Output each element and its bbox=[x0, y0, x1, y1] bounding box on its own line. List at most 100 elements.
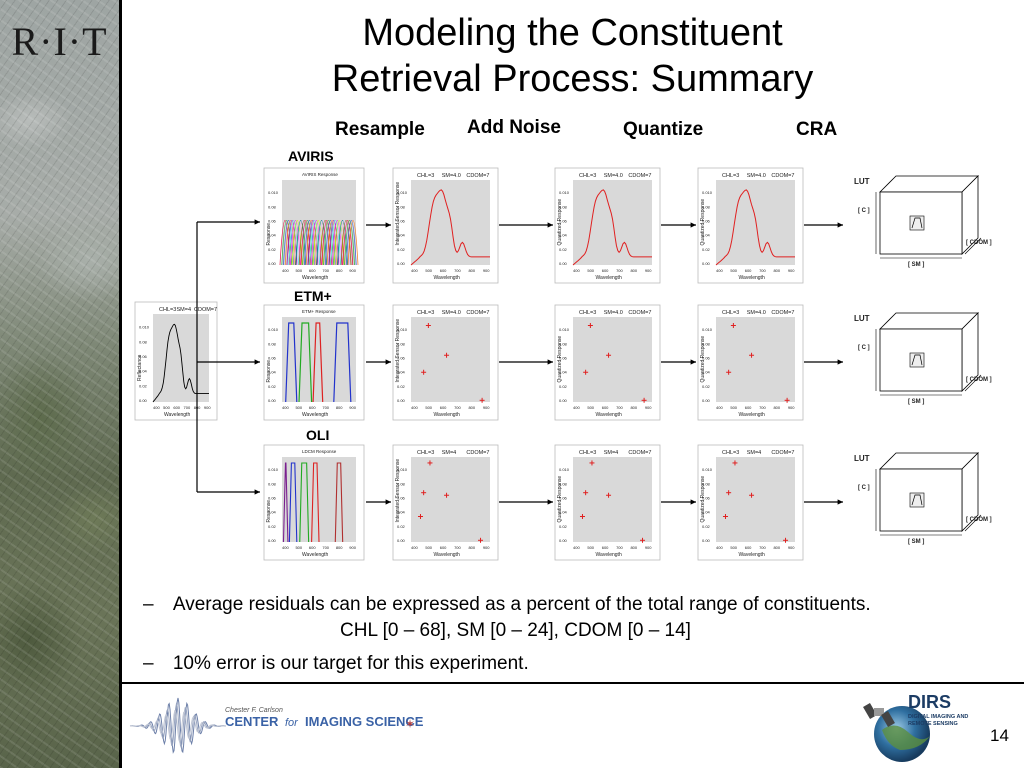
plot-tick-label: 0.04 bbox=[397, 233, 406, 238]
aviris-band bbox=[324, 220, 336, 266]
plot-tick-label: 600 bbox=[440, 405, 447, 410]
plot-tick-label: 0.06 bbox=[268, 219, 277, 224]
plot-tick-label: 600 bbox=[602, 545, 609, 550]
plot-header-text: CDOM=7 bbox=[466, 310, 489, 316]
plot-xlabel: Wavelength bbox=[302, 552, 328, 558]
plot-header-text: CDOM=7 bbox=[771, 310, 794, 316]
arrow-noise bbox=[499, 222, 553, 228]
aviris-band bbox=[283, 220, 294, 266]
plot-tick-label: 400 bbox=[716, 405, 723, 410]
aviris-band bbox=[345, 220, 357, 266]
plot-xlabel: Wavelength bbox=[596, 275, 622, 281]
plot-header-text: CHL=3 bbox=[159, 307, 176, 313]
plot-tick-label: 0.00 bbox=[702, 538, 711, 543]
bullet-2-dash: – bbox=[143, 653, 154, 674]
plot-header-text: CDOM=7 bbox=[628, 450, 651, 456]
vertical-divider bbox=[119, 0, 122, 768]
plot-tick-label: 800 bbox=[336, 268, 343, 273]
aviris-band bbox=[340, 220, 352, 266]
data-point bbox=[478, 537, 484, 543]
plot-tick-label: 0.06 bbox=[702, 496, 711, 501]
plot-header-text: CHL=3 bbox=[417, 450, 434, 456]
wave-line bbox=[130, 709, 227, 744]
arrow-resample bbox=[366, 499, 391, 505]
plot-tick-label: 0.04 bbox=[397, 370, 406, 375]
aviris-band bbox=[300, 220, 312, 266]
bullet-1: – Average residuals can be expressed as … bbox=[143, 594, 871, 616]
data-point bbox=[749, 352, 755, 358]
plot-tick-label: 0.08 bbox=[139, 339, 148, 344]
aviris-band bbox=[307, 220, 319, 266]
plot-header-text: SM=4 bbox=[604, 450, 619, 456]
plot-tick-label: 900 bbox=[645, 545, 652, 550]
data-point bbox=[732, 460, 738, 466]
aviris-band bbox=[317, 220, 329, 266]
plot-tick-label: 0.06 bbox=[397, 356, 406, 361]
data-point bbox=[749, 492, 755, 498]
plot-tick-label: 0.02 bbox=[702, 247, 711, 252]
plot-ylabel: Reflectance bbox=[137, 354, 143, 381]
plot-tick-label: 700 bbox=[184, 405, 191, 410]
plot-tick-label: 400 bbox=[282, 545, 289, 550]
step-resample: Resample bbox=[335, 119, 425, 140]
aviris-band bbox=[293, 220, 305, 266]
plot-tick-label: 500 bbox=[587, 268, 594, 273]
plot-tick-label: 0.04 bbox=[268, 233, 277, 238]
plot-xlabel: Wavelength bbox=[596, 412, 622, 418]
oli-band bbox=[299, 462, 310, 543]
plot-xlabel: Wavelength bbox=[302, 275, 328, 281]
aviris-response-plot: AVIRIS ResponseWavelengthResponse0.000.0… bbox=[263, 167, 365, 284]
plot-header-text: CHL=3 bbox=[417, 173, 434, 179]
lut-cube-row3: LUT[ C ][ SM ][ CDOM ] bbox=[854, 452, 992, 545]
sensor-label-etm: ETM+ bbox=[294, 288, 332, 304]
slide-title: Modeling the Constituent Retrieval Proce… bbox=[125, 10, 1020, 102]
response-title: LDCM Response bbox=[302, 449, 337, 454]
plot-tick-label: 800 bbox=[773, 545, 780, 550]
aviris-band bbox=[279, 220, 291, 266]
plot-ylabel: Response bbox=[266, 500, 272, 523]
plot-ylabel: Integrated Sensor Response bbox=[395, 182, 401, 246]
sm-axis-label: [ SM ] bbox=[908, 539, 924, 545]
plot-tick-label: 600 bbox=[440, 545, 447, 550]
plot-tick-label: 500 bbox=[295, 268, 302, 273]
plot-tick-label: 0.02 bbox=[397, 247, 406, 252]
lut-cube-row1: LUT[ C ][ SM ][ CDOM ] bbox=[854, 175, 992, 268]
plot-tick-label: 0.08 bbox=[397, 341, 406, 346]
plot-tick-label: 0.02 bbox=[559, 524, 568, 529]
arrow-quantize bbox=[661, 499, 696, 505]
plot-tick-label: 0.08 bbox=[268, 341, 277, 346]
plot-tick-label: 400 bbox=[573, 268, 580, 273]
data-point bbox=[726, 369, 732, 375]
plot-tick-label: 0.02 bbox=[702, 524, 711, 529]
plot-tick-label: 500 bbox=[587, 545, 594, 550]
data-point bbox=[421, 369, 427, 375]
plot-tick-label: 700 bbox=[454, 268, 461, 273]
plot-tick-label: 700 bbox=[759, 545, 766, 550]
plot-tick-label: 900 bbox=[349, 405, 356, 410]
aviris-band bbox=[333, 220, 345, 266]
plot-tick-label: 0.00 bbox=[702, 398, 711, 403]
data-point bbox=[583, 369, 589, 375]
plot-tick-label: 500 bbox=[730, 545, 737, 550]
plot-ylabel: Quantized Response bbox=[557, 336, 563, 383]
plot-tick-label: 600 bbox=[309, 268, 316, 273]
plot-tick-label: 800 bbox=[336, 545, 343, 550]
plot-tick-label: 900 bbox=[645, 405, 652, 410]
plot-tick-label: 0.04 bbox=[397, 510, 406, 515]
dirs-logo: DIRS DIGITAL IMAGING AND REMOTE SENSING bbox=[863, 692, 968, 762]
sidebar-aerial-photo bbox=[0, 0, 119, 768]
plot-tick-label: 0.00 bbox=[559, 261, 568, 266]
plot-header-text: SM=4 bbox=[177, 307, 192, 313]
oli-band bbox=[311, 462, 320, 543]
plot-ylabel: Integrated Sensor Response bbox=[395, 459, 401, 523]
aviris-band bbox=[347, 220, 359, 266]
plot-tick-label: 900 bbox=[788, 268, 795, 273]
plot-header-text: SM=4.0 bbox=[604, 173, 623, 179]
plot-tick-label: 0.02 bbox=[559, 384, 568, 389]
plot-header-text: CDOM=7 bbox=[466, 173, 489, 179]
plot-header-text: CHL=3 bbox=[579, 450, 596, 456]
plot-tick-label: 0.02 bbox=[268, 247, 277, 252]
